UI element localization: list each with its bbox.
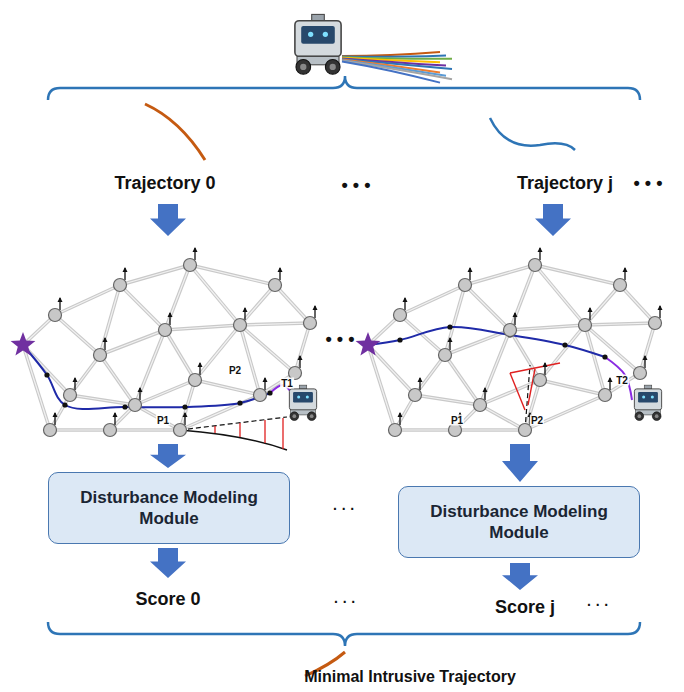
result-label: Minimal Intrusive Trajectory: [304, 668, 516, 686]
graph-panel: [11, 248, 317, 450]
robot-icon: [295, 14, 341, 74]
ellipsis: · · ·: [587, 598, 609, 613]
robot-icon: [289, 385, 316, 420]
process-box: Disturbance Modeling Module: [398, 486, 640, 558]
robot-icons: [295, 14, 341, 74]
trajectory-curve: [145, 104, 205, 160]
flow-arrow: [150, 204, 186, 236]
score-label: Score j: [495, 598, 555, 618]
box-text: Disturbance Modeling Module: [63, 487, 275, 530]
flow-arrow: [535, 204, 571, 236]
ellipsis: · · ·: [334, 595, 356, 610]
brace: [48, 76, 640, 100]
flow-arrow: [150, 548, 186, 578]
ellipsis: • • •: [342, 176, 371, 196]
ellipsis: · · ·: [333, 502, 355, 517]
trajectory-curve: [490, 118, 575, 150]
process-box: Disturbance Modeling Module: [48, 472, 290, 544]
point-label: P1: [156, 415, 170, 426]
flow-arrow: [502, 444, 538, 482]
trajectory-label: Trajectory j: [517, 174, 613, 194]
point-label: P2: [530, 415, 544, 426]
score-label: Score 0: [135, 590, 200, 610]
graph-panels: [11, 248, 662, 450]
point-label: P2: [228, 365, 242, 376]
point-label: T2: [615, 375, 629, 386]
ellipsis: • • •: [634, 174, 663, 194]
trajectory-label: Trajectory 0: [114, 174, 215, 194]
ellipsis: • • •: [326, 330, 355, 350]
graph-panel: [356, 248, 662, 437]
brace: [48, 622, 640, 646]
box-text: Disturbance Modeling Module: [413, 501, 625, 544]
trajectory-fan: [342, 52, 452, 83]
robot-icon: [634, 385, 661, 420]
flow-arrow: [150, 444, 186, 468]
point-label: T1: [280, 378, 294, 389]
point-label: P1: [450, 415, 464, 426]
flow-arrow: [502, 563, 538, 590]
